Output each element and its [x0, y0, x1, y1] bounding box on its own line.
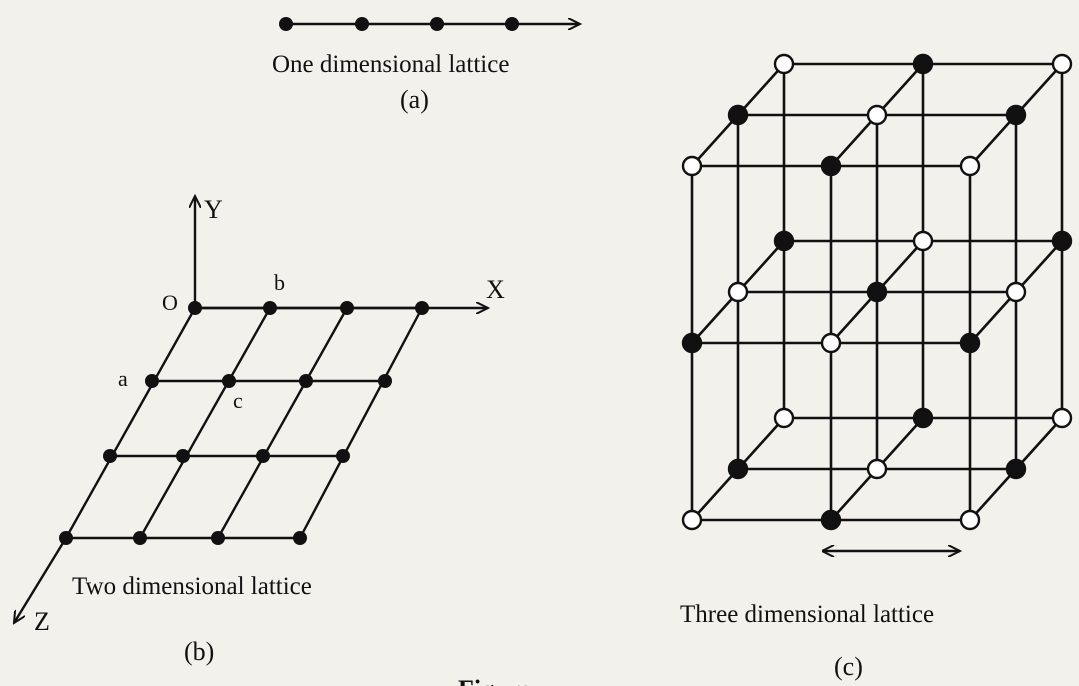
lattice-point-filled — [1051, 230, 1073, 252]
lattice-point-filled — [1005, 104, 1027, 126]
lattice-edge — [969, 291, 1017, 344]
lattice-point-open — [727, 281, 749, 303]
lattice-point-open — [1051, 407, 1073, 429]
lattice-point-filled — [820, 509, 842, 531]
lattice-edge — [691, 291, 739, 344]
lattice-edge — [737, 240, 785, 293]
lattice-point — [256, 449, 270, 463]
lattice-point — [279, 17, 293, 31]
lattice-edge — [1015, 63, 1063, 116]
grid-line — [138, 307, 272, 539]
lattice-point — [340, 301, 354, 315]
lattice-point — [415, 301, 429, 315]
lattice-point-filled — [912, 407, 934, 429]
lattice-edge — [1015, 240, 1063, 293]
panel-b-label: (b) — [184, 637, 214, 666]
panel-a-caption: One dimensional lattice — [272, 51, 509, 78]
lattice-point-open — [866, 458, 888, 480]
lattice-point — [133, 531, 147, 545]
lattice-point-open — [959, 155, 981, 177]
point-b-label: b — [274, 270, 285, 295]
lattice-point-open — [912, 230, 934, 252]
lattice-point — [336, 449, 350, 463]
panel-a-label: (a) — [400, 85, 429, 114]
lattice-edge — [969, 468, 1017, 521]
lattice-point — [59, 531, 73, 545]
lattice-point-filled — [866, 281, 888, 303]
panel-c-label: (c) — [834, 652, 863, 681]
point-a-label: a — [118, 366, 128, 391]
lattice-point-open — [1051, 53, 1073, 75]
lattice-point-filled — [727, 104, 749, 126]
lattice-edge — [691, 114, 739, 167]
lattice-point-open — [773, 53, 795, 75]
lattice-point — [188, 301, 202, 315]
axis-x-label: X — [486, 275, 505, 304]
lattice-edge — [876, 417, 924, 470]
axis-z-label: Z — [34, 607, 50, 636]
lattice-point-filled — [820, 155, 842, 177]
grid-line — [298, 307, 424, 539]
lattice-edge — [876, 240, 924, 293]
lattice-edge — [876, 63, 924, 116]
lattice-point-filled — [959, 332, 981, 354]
lattice-edge — [830, 291, 878, 344]
grid-line — [216, 307, 349, 539]
grid-line — [64, 307, 197, 539]
lattice-point-open — [820, 332, 842, 354]
lattice-point — [145, 374, 159, 388]
figure-label: Figure — [458, 675, 531, 686]
z-axis — [14, 537, 68, 623]
lattice-point-filled — [912, 53, 934, 75]
lattice-edge — [830, 468, 878, 521]
lattice-point-open — [959, 509, 981, 531]
panel-c-caption: Three dimensional lattice — [680, 601, 934, 628]
lattice-edge — [737, 417, 785, 470]
lattice-edge — [830, 114, 878, 167]
lattice-edge — [969, 114, 1017, 167]
three-dimensional-lattice — [681, 53, 1073, 531]
axis-y-label: Y — [204, 195, 223, 224]
lattice-point-filled — [681, 332, 703, 354]
lattice-point — [293, 531, 307, 545]
lattice-point-filled — [727, 458, 749, 480]
lattice-point — [299, 374, 313, 388]
lattice-point-filled — [1005, 458, 1027, 480]
point-c-label: c — [233, 388, 243, 413]
one-dimensional-lattice — [279, 17, 580, 31]
lattice-point-open — [1005, 281, 1027, 303]
lattice-point-open — [866, 104, 888, 126]
lattice-point-open — [681, 509, 703, 531]
lattice-edge — [737, 63, 785, 116]
origin-label: O — [162, 290, 178, 315]
two-dimensional-lattice — [14, 196, 488, 623]
lattice-point-open — [681, 155, 703, 177]
lattice-point — [430, 17, 444, 31]
lattice-edge — [691, 468, 739, 521]
lattice-point — [505, 17, 519, 31]
lattice-point-open — [773, 407, 795, 429]
lattice-point — [355, 17, 369, 31]
lattice-point — [263, 301, 277, 315]
lattice-edge — [1015, 417, 1063, 470]
lattice-point — [222, 374, 236, 388]
lattice-point — [103, 449, 117, 463]
lattice-point — [176, 449, 190, 463]
lattice-point — [211, 531, 225, 545]
panel-b-caption: Two dimensional lattice — [72, 573, 312, 600]
lattice-point-filled — [773, 230, 795, 252]
lattice-point — [378, 374, 392, 388]
